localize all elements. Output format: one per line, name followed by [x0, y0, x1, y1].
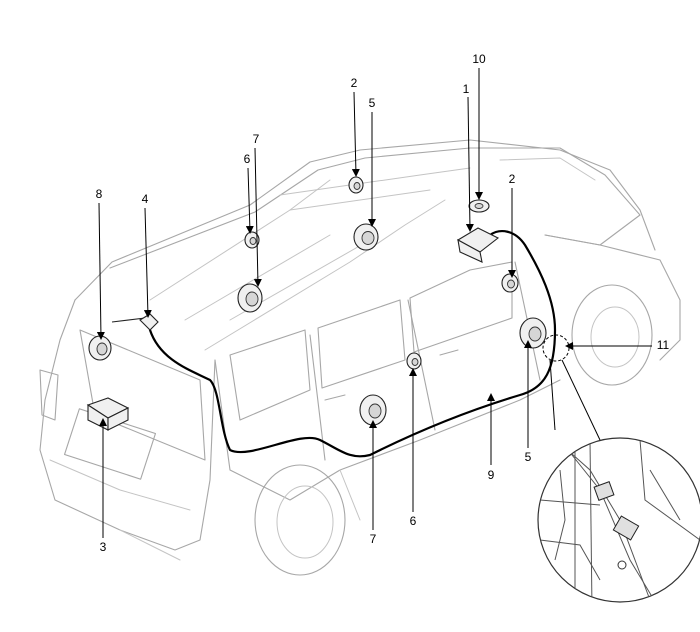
leader-lines — [96, 68, 652, 538]
rear-door-speaker — [359, 394, 387, 426]
front-tweeter-right — [501, 273, 519, 293]
rear-door-tweeter — [406, 352, 422, 370]
connector-detail-inset — [537, 359, 700, 603]
audio-head-unit — [456, 227, 500, 263]
callout-labels: 1 10 2 5 7 6 4 8 2 11 5 9 6 7 3 — [96, 52, 670, 554]
callout-6a: 6 — [244, 152, 251, 166]
callout-11: 11 — [657, 338, 670, 352]
front-tweeter-left — [348, 176, 364, 194]
callout-5a: 5 — [369, 96, 376, 110]
callout-1: 1 — [463, 82, 470, 96]
callout-2a: 2 — [351, 76, 358, 90]
callout-9: 9 — [488, 468, 495, 482]
callout-2b: 2 — [509, 172, 516, 186]
callout-7a: 7 — [253, 132, 260, 146]
callout-4: 4 — [142, 192, 149, 206]
roof-antenna — [111, 313, 159, 331]
callout-8: 8 — [96, 187, 103, 201]
callout-3: 3 — [100, 540, 107, 554]
callout-6b: 6 — [410, 514, 417, 528]
audio-wiring-harness — [148, 230, 557, 458]
front-door-speaker-right — [519, 317, 547, 349]
callout-7b: 7 — [370, 532, 377, 546]
rear-speaker — [88, 335, 112, 361]
center-speaker — [468, 199, 490, 213]
callout-10: 10 — [472, 52, 486, 66]
amplifier — [86, 397, 130, 431]
callout-5b: 5 — [525, 450, 532, 464]
front-door-speaker-left — [353, 223, 379, 251]
connector-location-marker — [542, 334, 570, 362]
rear-door-speaker-upper — [237, 283, 263, 313]
